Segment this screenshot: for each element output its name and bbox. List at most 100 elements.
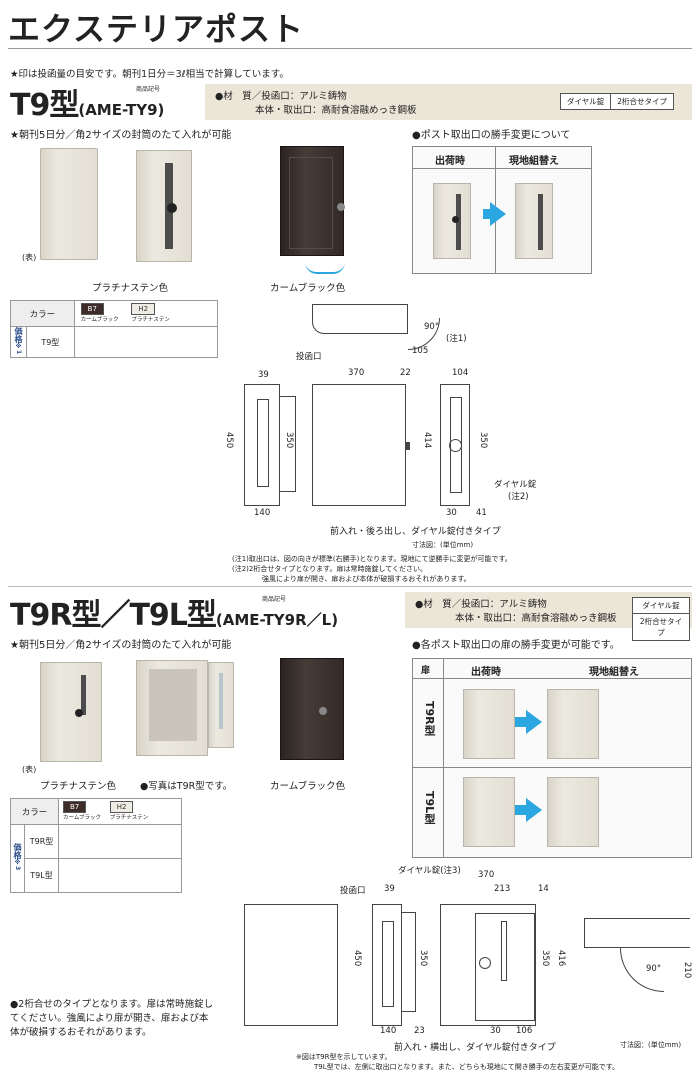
t9-platinum-caption: プラチナステン色: [92, 283, 169, 294]
t9l-hinge-arrow-icon: [526, 798, 542, 822]
t9-dim-450: 450: [224, 432, 234, 449]
t9rl-model-title: T9R型／T9L型(AME-TY9R／L): [10, 598, 339, 633]
t9rl-photo-note: ●写真はT9R型です。: [140, 781, 233, 792]
t9-hinge-col1: 出荷時: [435, 156, 465, 167]
t9-model-title: T9型(AME-TY9): [10, 88, 165, 123]
t9-front-view: [312, 384, 406, 506]
t9rl-side-view: [372, 904, 402, 1026]
t9-knob: [167, 203, 177, 213]
t9r-door-open: [208, 662, 234, 748]
t9rl-capacity: ★朝刊5日分／角2サイズの封筒のたて入れが可能: [10, 640, 232, 651]
t9-hinge-title: ●ポスト取出口の勝手変更について: [412, 130, 571, 141]
t9rl-top-view: [584, 918, 690, 948]
page-note: ★印は投函量の目安です。朝刊1日分＝3ℓ相当で計算しています。: [10, 69, 289, 80]
t9-hinge-box: 出荷時 現地組替え: [412, 146, 592, 274]
t9-spec-line1: ●材 質／投函口：アルミ鋳物: [215, 91, 347, 102]
t9-dim-104: 104: [452, 368, 469, 378]
t9-top-view: [312, 304, 408, 334]
t9rl-code-label: 商品記号: [262, 596, 287, 603]
t9-post-back: [40, 148, 98, 260]
t9rl-dim-350b: 350: [540, 950, 550, 967]
t9rl-dim-370: 370: [478, 870, 495, 880]
t9rl-dim-210: 210: [682, 962, 692, 979]
t9-lock-note: (注2): [508, 492, 529, 502]
t9-side-back: [280, 396, 296, 492]
t9-dial-icon: [449, 439, 462, 452]
t9-spec-line2: 本体・取出口：高耐食溶融めっき鋼板: [255, 105, 417, 116]
t9rl-color-table: カラー B7 カームブラック H2 プラチナステン 価格※3 T9R型 T9L型: [10, 798, 182, 893]
t9rl-code: (AME-TY9R／L): [215, 611, 339, 629]
t9rl-hinge-box: 扉 出荷時 現地組替え T9R型 T9L型: [412, 658, 692, 858]
t9rl-price-label: 価格※3: [13, 843, 22, 871]
title-underline: [8, 48, 692, 49]
t9r-hinge-arrow-icon: [526, 710, 542, 734]
t9-color-table: カラー B7 カームブラック H2 プラチナステン 価格※1 T9型: [10, 300, 219, 359]
t9rl-post-black: [280, 658, 344, 760]
t9-dim-39: 39: [258, 370, 269, 380]
t9rl-dim-450: 450: [352, 950, 362, 967]
t9-front-label: (表): [22, 253, 37, 262]
hinge-row-t9l: T9L型: [423, 791, 436, 825]
t9-dim-350a: 350: [284, 432, 294, 449]
t9-black-caption: カームブラック色: [270, 283, 346, 294]
badge-2digit: 2桁合せタイプ: [611, 93, 675, 110]
t9-dim-unit: 寸法図：(単位mm): [412, 541, 474, 549]
hinge-row-t9r: T9R型: [423, 701, 436, 736]
t9rl-front-label: (表): [22, 765, 37, 774]
t9rl-dim-unit: 寸法図：(単位mm): [620, 1041, 682, 1049]
t9-price-label: 価格※1: [14, 327, 23, 355]
t9-dim-41: 41: [476, 508, 487, 518]
t9rl-dim-39: 39: [384, 884, 395, 894]
t9rl-black-caption: カームブラック色: [270, 781, 346, 792]
t9-post-front: [136, 150, 192, 262]
t9rl-platinum-caption: プラチナステン色: [40, 781, 117, 792]
t9-dim-caption: 前入れ・後ろ出し、ダイヤル錠付きタイプ: [330, 527, 501, 537]
t9-dim-30: 30: [446, 508, 457, 518]
t9-black-knob: [337, 203, 345, 211]
t9rl-footer: ※図はT9R型を示しています。 T9L型では、左側に取出口となります。また、どち…: [296, 1053, 620, 1071]
t9rl-dim-140: 140: [380, 1026, 397, 1036]
t9rl-slot-label: 投函口: [340, 886, 366, 896]
t9-capacity: ★朝刊5日分／角2サイズの封筒のたて入れが可能: [10, 130, 232, 141]
t9rl-dim-213: 213: [494, 884, 511, 894]
t9-badges: ダイヤル錠 2桁合せタイプ: [560, 93, 675, 110]
t9rl-dial-icon: [479, 957, 491, 969]
t9-notes: (注1)取出口は、図の向きが標準(右勝手)となります。現地にて逆勝手に変更が可能…: [232, 555, 512, 583]
t9rl-dim-106: 106: [516, 1026, 533, 1036]
t9r-post-closed: [40, 662, 102, 762]
t9-dim-414: 414: [422, 432, 432, 449]
t9-dim-note1: (注1): [446, 334, 467, 344]
t9-dim-90: 90°: [424, 322, 440, 332]
t9-dim-370: 370: [348, 368, 365, 378]
page-title: エクステリアポスト: [8, 10, 305, 48]
t9rl-front-view: [440, 904, 536, 1026]
t9rl-dim-14: 14: [538, 884, 549, 894]
t9rl-hinge-title: ●各ポスト取出口の扉の勝手変更が可能です。: [412, 640, 620, 651]
t9r-post-open: [136, 660, 208, 756]
t9rl-bullet-note: ●2桁合せのタイプとなります。扉は常時施錠してください。強風により扉が開き、扉お…: [10, 999, 214, 1038]
t9-code: (AME-TY9): [78, 101, 165, 119]
t9-color-header: カラー: [10, 300, 75, 327]
t9rl-dim-caption: 前入れ・横出し、ダイヤル錠付きタイプ: [394, 1043, 556, 1053]
t9-lock-label: ダイヤル錠: [494, 480, 537, 490]
t9-spec-box: ●材 質／投函口：アルミ鋳物 本体・取出口：高耐食溶融めっき鋼板: [205, 84, 692, 120]
t9rl-dim-23: 23: [414, 1026, 425, 1036]
t9-row-label: T9型: [26, 325, 75, 359]
chip-b7: B7: [80, 303, 104, 315]
t9rl-dim-350a: 350: [418, 950, 428, 967]
t9rl-back-view: [244, 904, 338, 1026]
t9-dim-105: 105: [412, 346, 429, 356]
t9-code-label: 商品記号: [136, 86, 161, 93]
t9-side-view: [244, 384, 280, 506]
t9-post-black: [280, 146, 345, 256]
t9rl-dim-90: 90°: [646, 964, 662, 974]
t9-dim-140: 140: [254, 508, 271, 518]
t9rl-lock-label: ダイヤル錠(注3): [398, 866, 461, 876]
t9-dim-350b: 350: [478, 432, 488, 449]
t9rl-dim-416: 416: [556, 950, 566, 967]
t9-hinge-arrow-icon: [483, 209, 491, 219]
swing-arrow-icon: [305, 262, 345, 274]
t9-back-view: [440, 384, 470, 506]
section-divider: [8, 586, 692, 587]
badge-dial-lock: ダイヤル錠: [560, 93, 612, 110]
